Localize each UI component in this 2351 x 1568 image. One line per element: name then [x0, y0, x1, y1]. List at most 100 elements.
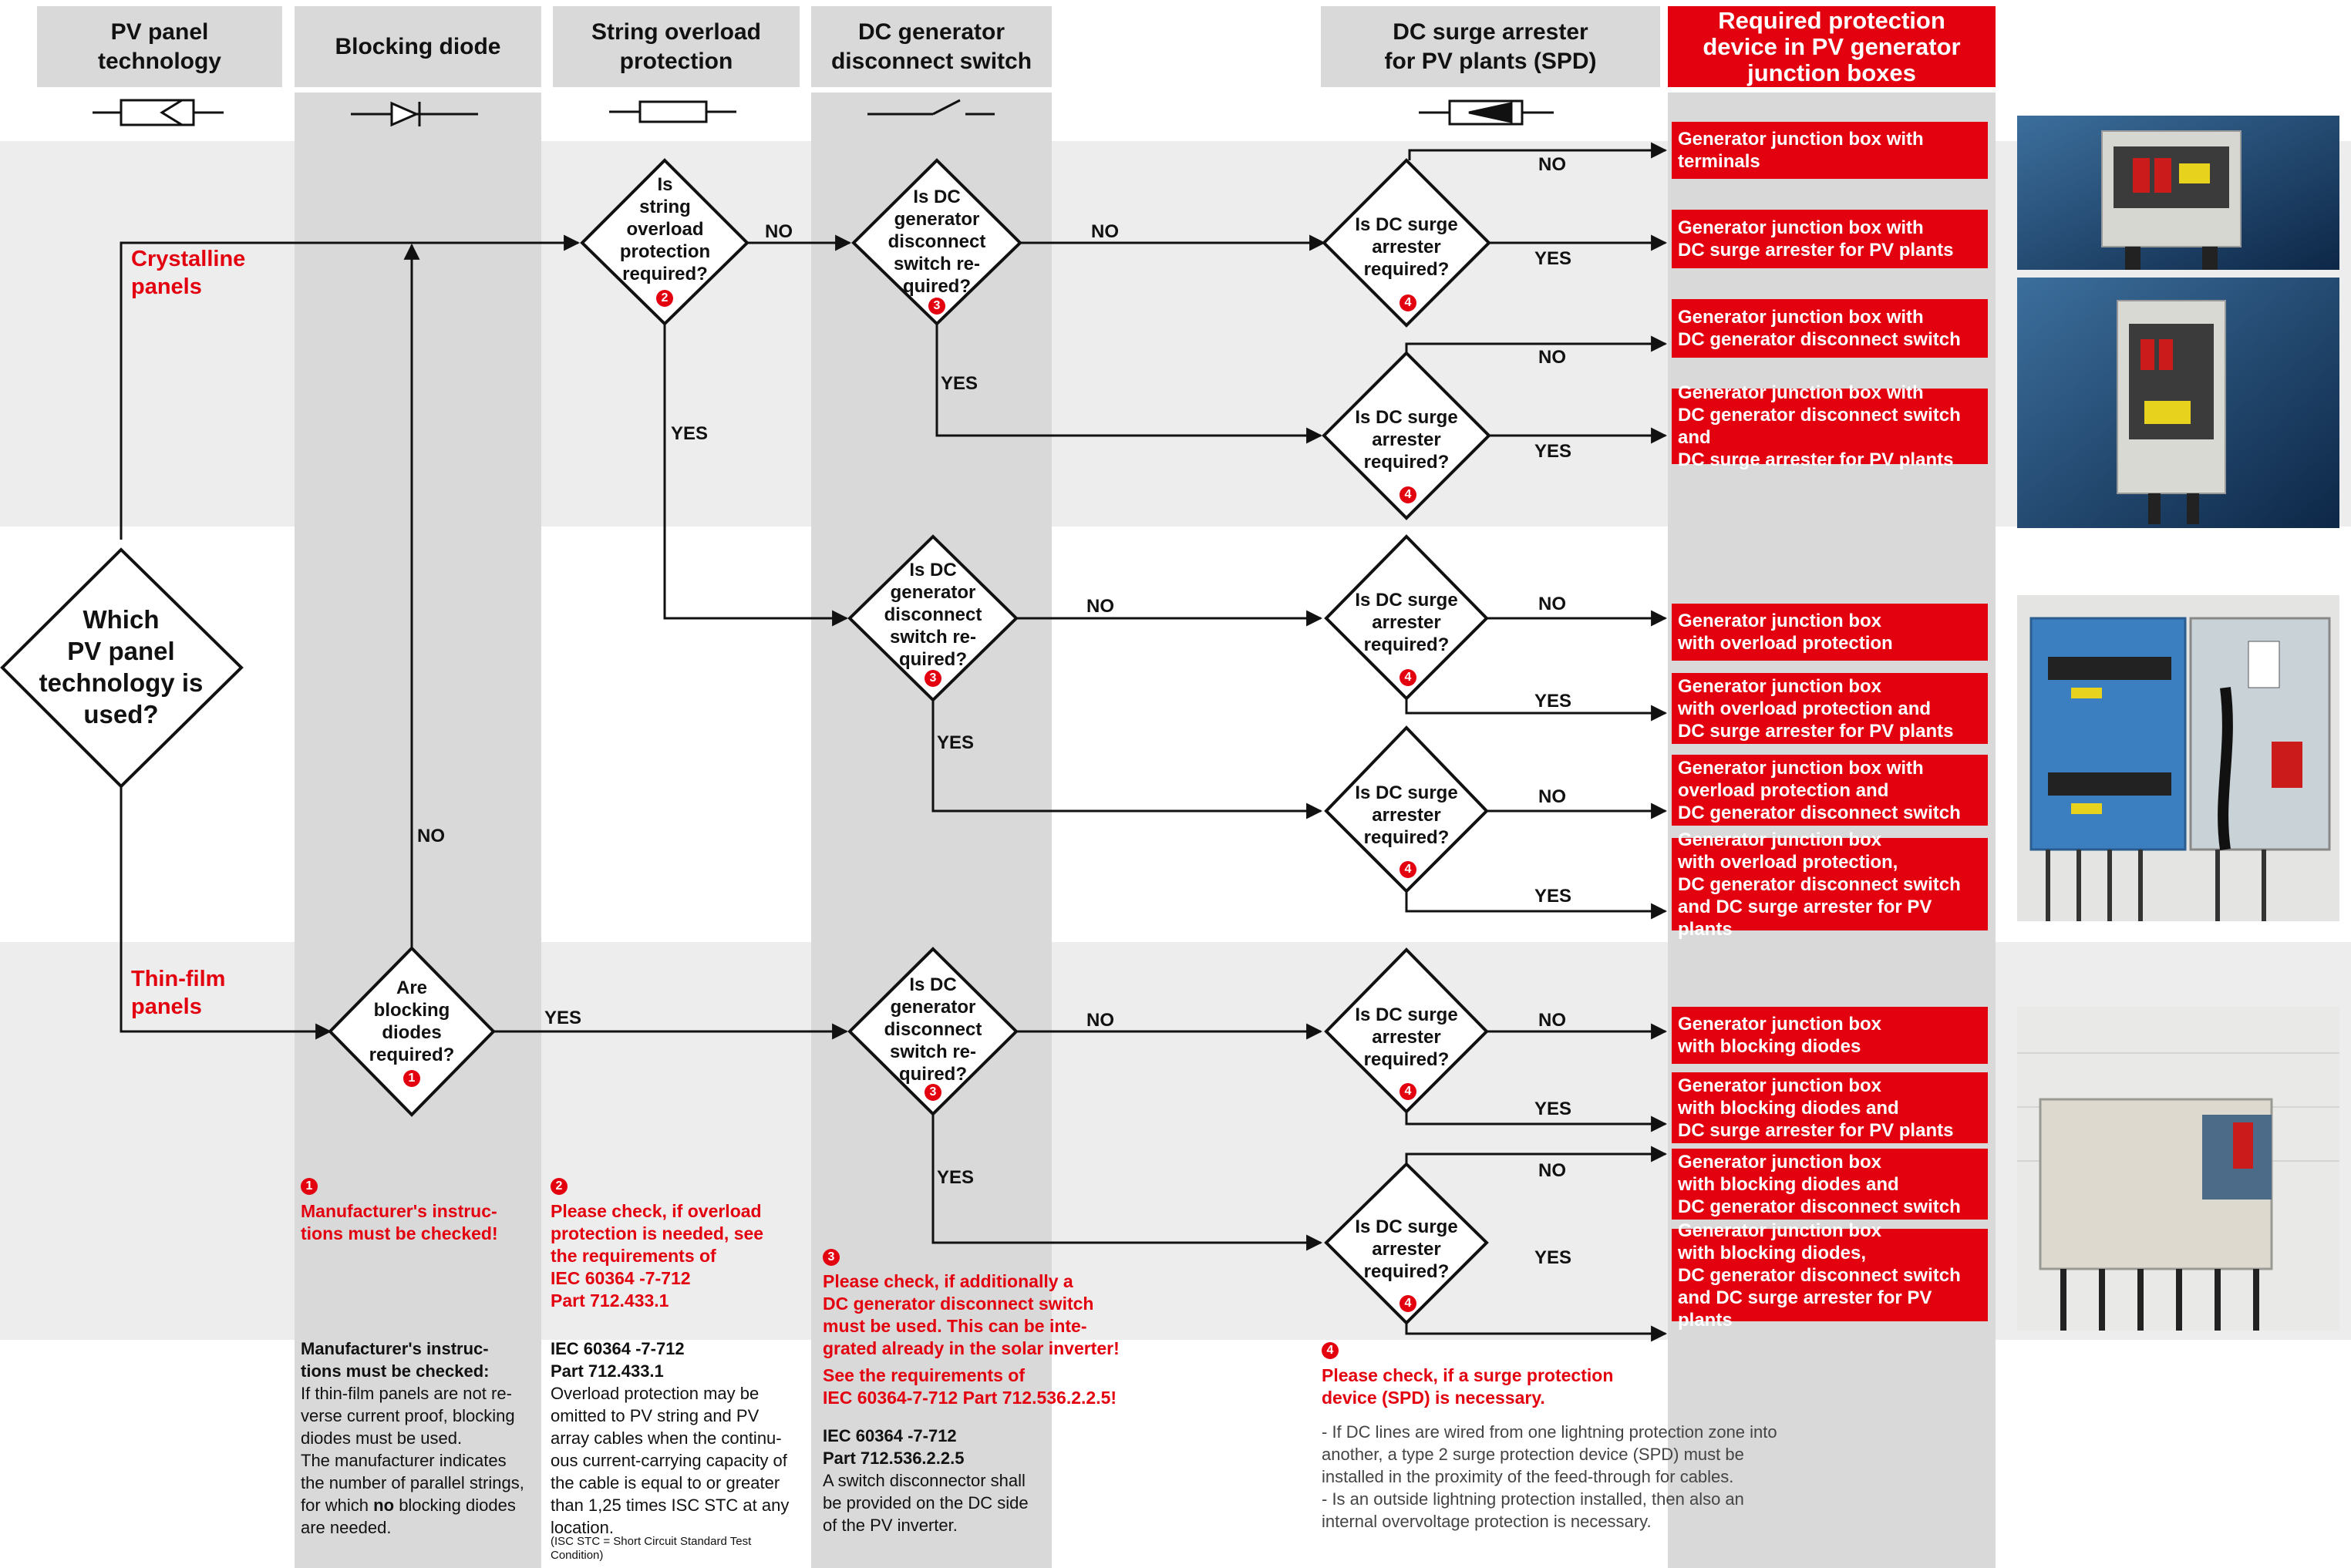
header-dc-disconnect: DC generator disconnect switch — [830, 19, 1032, 74]
diode-note-text-1: If thin-film panels are not re- verse cu… — [301, 1384, 524, 1515]
result-overload: Generator junction box with overload pro… — [1672, 604, 1988, 661]
marker-1-diodes: 1 — [403, 1070, 420, 1087]
disconnect-note-title: IEC 60364 -7-712 Part 712.536.2.2.5 — [823, 1426, 965, 1468]
decision-disconnect-2 — [847, 534, 1019, 702]
marker-4-spd-1: 4 — [1399, 294, 1416, 311]
answer-yes: YES — [941, 373, 978, 394]
answer-yes: YES — [1534, 1247, 1572, 1268]
diode-note-text-2: blocking diodes are needed. — [301, 1496, 516, 1537]
product-photo-4 — [2017, 1007, 2339, 1331]
product-photo-1 — [2017, 116, 2339, 270]
question-spd-2: Is DC surge arrester required? — [1355, 406, 1458, 473]
marker-3-disconnect-3: 3 — [925, 1084, 941, 1101]
answer-yes: YES — [544, 1008, 582, 1028]
result-overload-spd: Generator junction box with overload pro… — [1672, 673, 1988, 744]
decision-spd-3 — [1324, 534, 1489, 701]
product-photo-2 — [2017, 278, 2339, 528]
decision-spd-2 — [1322, 351, 1491, 520]
marker-4-spd-2: 4 — [1399, 486, 1416, 503]
question-blocking-diodes: Are blocking diodes required? — [369, 977, 455, 1065]
header-blocking-diode: Blocking diode — [335, 33, 501, 59]
answer-no: NO — [1538, 347, 1566, 368]
answer-no: NO — [1538, 786, 1566, 807]
surge-arrester-symbol-icon — [1419, 99, 1554, 126]
header-pv-technology: PV panel technology — [97, 19, 221, 74]
header-box-disconnect — [811, 6, 1052, 87]
question-spd-6: Is DC surge arrester required? — [1355, 1216, 1458, 1282]
result-terminals: Generator junction box with terminals — [1672, 122, 1988, 179]
answer-yes: YES — [1534, 886, 1572, 907]
note-3-requirements: See the requirements of IEC 60364-7-712 … — [823, 1365, 1117, 1408]
footnote-marker-3: 3 — [823, 1249, 840, 1266]
marker-2-overload: 2 — [656, 290, 673, 307]
result-diodes: Generator junction box with blocking dio… — [1672, 1007, 1988, 1064]
answer-no: NO — [1538, 154, 1566, 175]
marker-4-spd-6: 4 — [1399, 1295, 1416, 1312]
decision-disconnect-1 — [851, 158, 1022, 326]
answer-yes: YES — [671, 423, 709, 444]
answer-no: NO — [1538, 1160, 1566, 1181]
answer-yes: YES — [1534, 691, 1572, 712]
header-box-overload — [553, 6, 800, 87]
answer-no: NO — [1538, 1010, 1566, 1031]
question-spd-5: Is DC surge arrester required? — [1355, 1004, 1458, 1070]
product-photo-3 — [2017, 595, 2339, 921]
note-2-overload: Please check, if overload protection is … — [551, 1201, 764, 1311]
marker-3-disconnect-2: 3 — [925, 670, 941, 687]
marker-4-spd-3: 4 — [1399, 669, 1416, 686]
decision-spd-5 — [1324, 947, 1489, 1114]
marker-4-spd-5: 4 — [1399, 1083, 1416, 1100]
result-overload-disconnect: Generator junction box with overload pro… — [1672, 755, 1988, 826]
result-overload-disconnect-spd: Generator junction box with overload pro… — [1672, 829, 1988, 940]
fuse-symbol-icon — [609, 100, 736, 123]
result-diodes-spd: Generator junction box with blocking dio… — [1672, 1072, 1988, 1143]
diode-note-bold: no — [373, 1496, 395, 1515]
branch-thinfilm: Thin-film panels — [131, 967, 226, 1019]
decision-diodes — [328, 946, 496, 1117]
answer-yes: YES — [1534, 1099, 1572, 1119]
pv-panel-symbol-icon — [93, 99, 224, 126]
header-dc-surge-arrester: DC surge arrester for PV plants (SPD) — [1384, 19, 1597, 74]
overload-note-body: Overload protection may be omitted to PV… — [551, 1384, 790, 1537]
header-box-pv — [37, 6, 282, 87]
note-3-disconnect: Please check, if additionally a DC gener… — [823, 1271, 1120, 1358]
main-question: Which PV panel technology is used? — [39, 605, 204, 728]
question-string-overload: Is string overload protection required? — [619, 173, 711, 284]
disconnect-note-body: A switch disconnector shall be provided … — [823, 1471, 1029, 1535]
answer-yes: YES — [937, 732, 975, 753]
diode-symbol-icon — [351, 101, 478, 127]
decision-spd-1 — [1322, 158, 1491, 328]
answer-yes: YES — [1534, 441, 1572, 462]
spd-note-body: - If DC lines are wired from one lightni… — [1322, 1422, 1777, 1531]
overload-note-title: IEC 60364 -7-712 Part 712.433.1 — [551, 1339, 685, 1381]
question-disconnect-2: Is DC generator disconnect switch re- qu… — [884, 559, 982, 670]
footnote-marker-1: 1 — [301, 1178, 318, 1195]
header-box-required — [1668, 6, 1996, 87]
note-1-manufacturer: Manufacturer's instruc- tions must be ch… — [301, 1201, 498, 1243]
answer-no: NO — [1538, 594, 1566, 614]
diode-note-title: Manufacturer's instruc- tions must be ch… — [301, 1339, 490, 1381]
answer-yes: YES — [1534, 248, 1572, 269]
answer-no: NO — [765, 221, 793, 242]
result-disconnect-spd: Generator junction box with DC generator… — [1672, 382, 1988, 470]
branch-crystalline: Crystalline panels — [131, 247, 246, 299]
footnote-marker-4: 4 — [1322, 1342, 1339, 1359]
answer-no: NO — [1086, 1010, 1114, 1031]
header-box-spd — [1321, 6, 1660, 87]
footnote-marker-2: 2 — [551, 1178, 568, 1195]
result-spd: Generator junction box with DC surge arr… — [1672, 210, 1988, 268]
marker-3-disconnect-1: 3 — [928, 298, 945, 315]
column-disconnect — [811, 93, 1052, 1568]
decision-overload — [580, 158, 749, 326]
switch-symbol-icon — [867, 99, 995, 116]
overload-note-small: (ISC STC = Short Circuit Standard Test C… — [551, 1535, 752, 1562]
decision-spd-4 — [1324, 725, 1489, 893]
marker-4-spd-4: 4 — [1399, 861, 1416, 878]
header-box-diode — [295, 6, 541, 87]
note-4-spd: Please check, if a surge protection devi… — [1322, 1365, 1614, 1408]
header-string-overload: String overload protection — [591, 19, 762, 74]
question-spd-1: Is DC surge arrester required? — [1355, 214, 1458, 280]
question-spd-4: Is DC surge arrester required? — [1355, 782, 1458, 848]
